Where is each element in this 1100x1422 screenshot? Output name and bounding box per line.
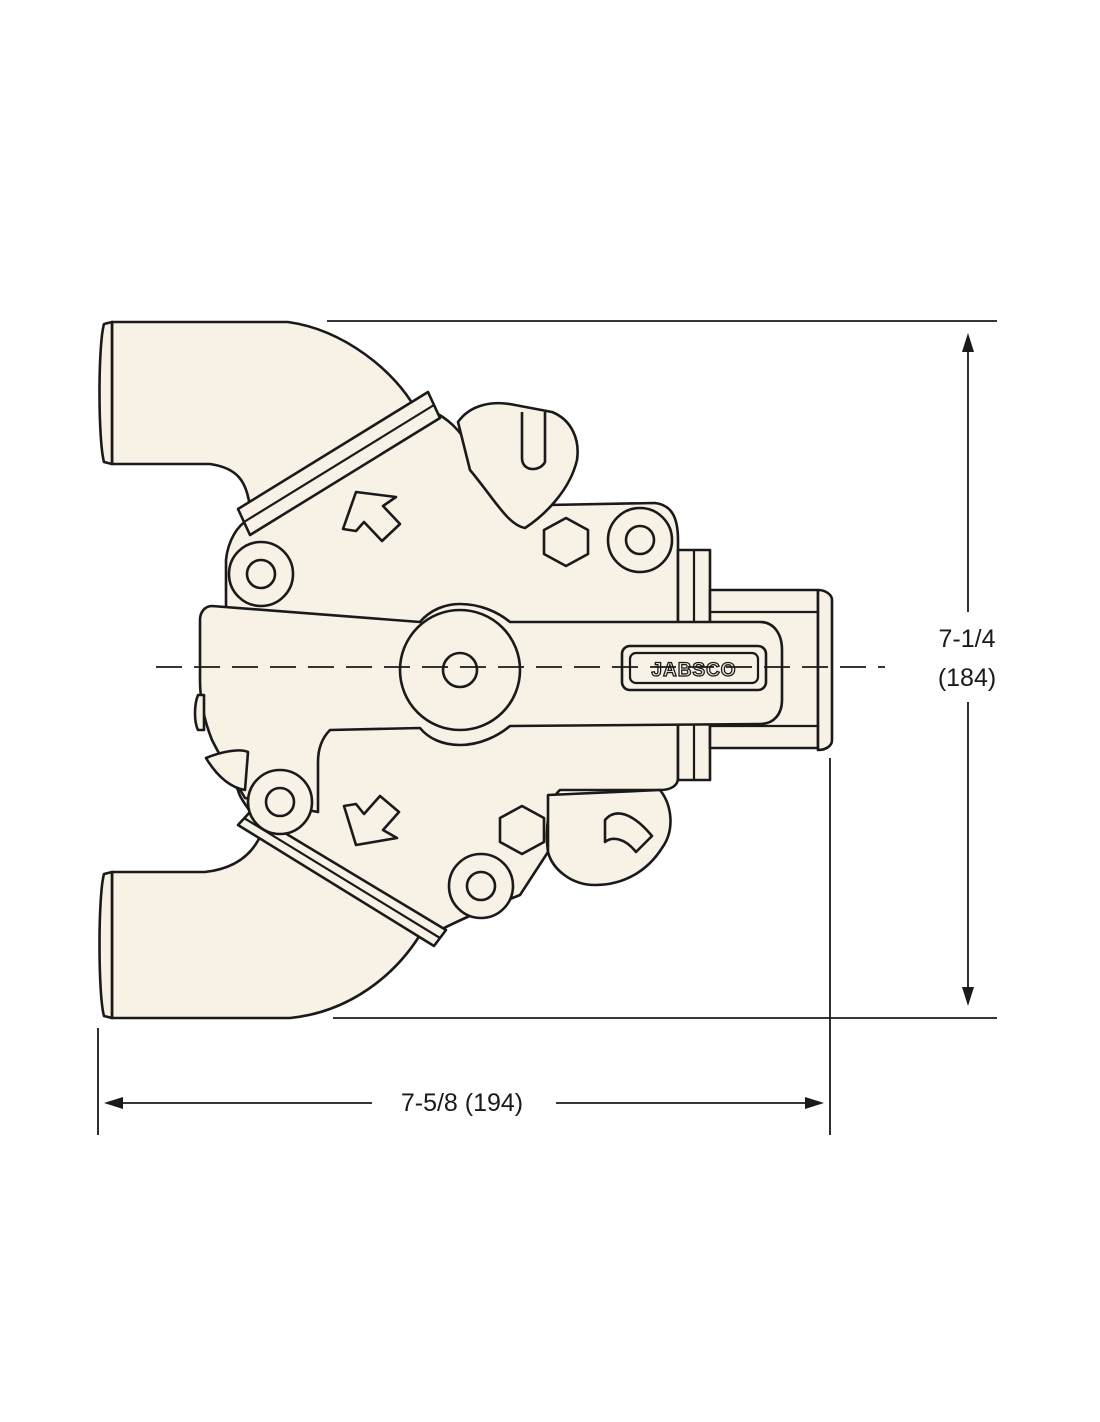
bolt-lower-left xyxy=(246,768,314,836)
lower-mounting-ear xyxy=(546,788,672,887)
upper-port-elbow xyxy=(98,320,417,510)
bolt-upper-right xyxy=(606,506,674,574)
height-label-line1: 7-1/4 xyxy=(939,625,996,653)
lower-flange-plate xyxy=(236,810,448,948)
flow-arrow-down-icon xyxy=(342,794,401,847)
hex-nut-lower xyxy=(498,804,546,856)
arrowhead-up xyxy=(962,333,974,352)
upper-mounting-ear xyxy=(456,401,579,530)
arrowhead-right xyxy=(805,1097,824,1109)
height-label-line2: (184) xyxy=(938,664,996,692)
arrowhead-left xyxy=(104,1097,123,1109)
left-tab xyxy=(193,693,250,792)
width-dimension: 7-5/8 (194) xyxy=(104,1089,824,1117)
lower-port-elbow xyxy=(98,830,422,1020)
flow-arrow-up-icon xyxy=(341,490,402,543)
dimension-extension-lines xyxy=(97,320,997,1135)
height-dimension: 7-1/4 (184) xyxy=(938,333,996,1006)
arrowhead-down xyxy=(962,987,974,1006)
jabsco-logo-plate: JABSCO xyxy=(620,644,768,692)
flow-arrows xyxy=(341,490,402,847)
bolt-upper-left xyxy=(227,540,295,608)
bolt-lower-right xyxy=(447,852,515,920)
hex-nut-upper xyxy=(542,516,590,568)
jabsco-logo-text: JABSCO xyxy=(651,660,736,681)
hex-nuts xyxy=(498,516,590,856)
upper-flange-plate xyxy=(236,390,442,537)
width-label: 7-5/8 (194) xyxy=(401,1089,523,1117)
mounting-bolts xyxy=(227,506,674,920)
